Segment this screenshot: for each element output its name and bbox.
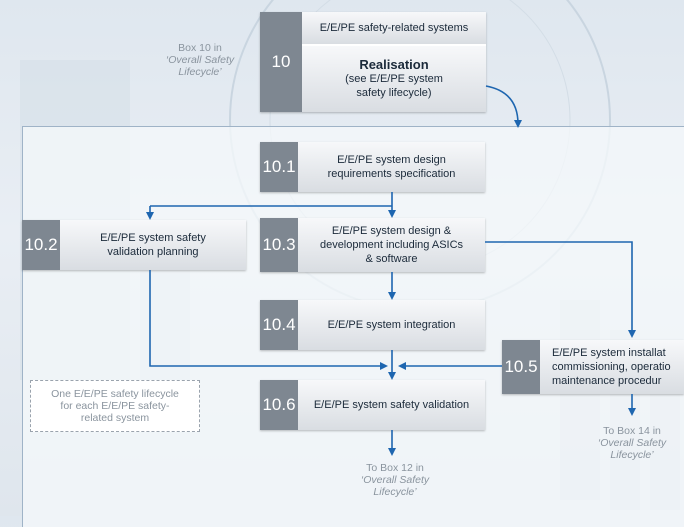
box-10-6-number: 10.6 [260,380,298,430]
box-10-subtitle-1: (see E/E/PE system [345,73,443,85]
note-box-10-line-3: Lifecycle’ [178,66,222,78]
box-10-1: 10.1 E/E/PE system design requirements s… [260,142,485,192]
box-10-2-label: E/E/PE system safety validation planning [60,220,246,270]
note-box-10-line-2: ‘Overall Safety [165,54,235,66]
note-to-box-14-line-2: ‘Overall Safety [597,437,667,449]
box-10-subtitle-2: safety lifecycle) [356,87,432,99]
box-10-5-number: 10.5 [502,340,540,394]
box-10-number: 10 [260,12,302,112]
box-10-2: 10.2 E/E/PE system safety validation pla… [22,220,246,270]
note-to-box-14-line-3: Lifecycle’ [610,449,654,461]
box-10-2-line-2: validation planning [107,246,199,258]
box-10-4-number: 10.4 [260,300,298,350]
box-10-1-label: E/E/PE system design requirements specif… [298,142,485,192]
note-to-box-12: To Box 12 in ‘Overall Safety Lifecycle’ [340,462,450,498]
box-10-3-line-3: & software [365,253,418,265]
box-10-5-line-2: commissioning, operatio [552,361,671,373]
note-to-box-14-line-1: To Box 14 in [603,425,661,437]
box-10-3-label: E/E/PE system design & development inclu… [298,218,485,272]
box-10-1-number: 10.1 [260,142,298,192]
note-box-10-line-1: Box 10 in [178,42,222,54]
box-10-6-label: E/E/PE system safety validation [298,380,485,430]
box-10-3-line-2: development including ASICs [319,239,464,251]
dashed-note-line-3: related system [80,412,150,424]
box-10-title: Realisation [359,57,429,72]
box-10-4-label: E/E/PE system integration [298,300,485,350]
box-10-3-line-1: E/E/PE system design & [331,225,452,237]
box-10-4: 10.4 E/E/PE system integration [260,300,485,350]
box-10-5-line-3: maintenance procedur [552,375,662,387]
box-10-2-number: 10.2 [22,220,60,270]
box-10-6: 10.6 E/E/PE system safety validation [260,380,485,430]
box-10-realisation: 10 E/E/PE safety-related systems Realisa… [260,12,486,112]
dashed-note-line-1: One E/E/PE safety lifecycle [51,388,179,400]
box-10-5-line-1: E/E/PE system installat [552,347,666,359]
box-10-1-line-1: E/E/PE system design [337,154,446,166]
note-to-box-12-line-2: ‘Overall Safety [360,474,430,486]
note-to-box-14: To Box 14 in ‘Overall Safety Lifecycle’ [582,425,682,461]
dashed-note-line-2: for each E/E/PE safety- [60,400,170,412]
box-10-3-number: 10.3 [260,218,298,272]
box-10-5-label: E/E/PE system installat commissioning, o… [540,340,684,394]
box-10-1-line-2: requirements specification [327,168,456,180]
box-10-header: E/E/PE safety-related systems [302,12,486,46]
note-box-10: Box 10 in ‘Overall Safety Lifecycle’ [150,42,250,78]
box-10-2-line-1: E/E/PE system safety [100,232,206,244]
box-10-body: Realisation (see E/E/PE system safety li… [302,46,486,112]
dashed-note-box: One E/E/PE safety lifecycle for each E/E… [30,380,200,432]
note-to-box-12-line-3: Lifecycle’ [373,486,417,498]
box-10-3: 10.3 E/E/PE system design & development … [260,218,485,272]
box-10-5: 10.5 E/E/PE system installat commissioni… [502,340,684,394]
note-to-box-12-line-1: To Box 12 in [366,462,424,474]
